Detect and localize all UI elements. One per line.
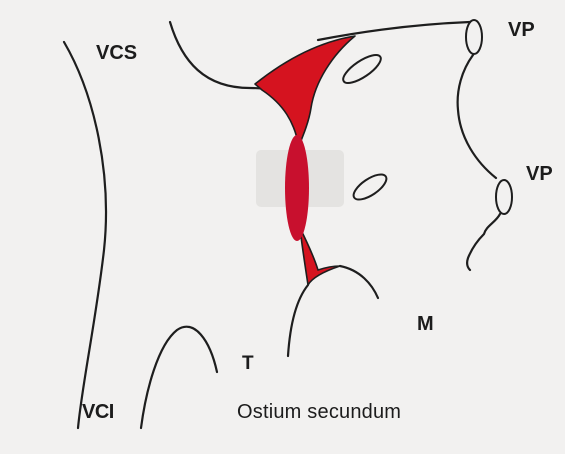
roof-line bbox=[318, 22, 470, 40]
septum-secundum-line bbox=[288, 285, 308, 356]
label-ostium-secundum: Ostium secundum bbox=[237, 402, 401, 422]
label-m: M bbox=[417, 314, 434, 334]
vci-valve-line bbox=[141, 327, 217, 428]
septum-primum-upper bbox=[255, 36, 355, 148]
pulmonary-vein-lower-ring bbox=[496, 180, 512, 214]
right-wall-lower-line bbox=[467, 214, 500, 270]
right-wall-line bbox=[458, 55, 496, 178]
pulmonary-vein-upper-ring bbox=[466, 20, 482, 54]
label-vp-lower: VP bbox=[526, 164, 553, 184]
label-vp-upper: VP bbox=[508, 20, 535, 40]
label-vci: VCI bbox=[82, 402, 114, 422]
label-vcs: VCS bbox=[96, 43, 137, 63]
outer-wall-line bbox=[64, 42, 106, 428]
label-t: T bbox=[242, 354, 254, 373]
septum-secundum-right-line bbox=[340, 266, 378, 298]
lower-oval bbox=[350, 170, 390, 205]
ostium-secundum-shape bbox=[285, 135, 309, 241]
septum-primum-lower bbox=[300, 228, 340, 285]
upper-oval bbox=[339, 50, 384, 88]
